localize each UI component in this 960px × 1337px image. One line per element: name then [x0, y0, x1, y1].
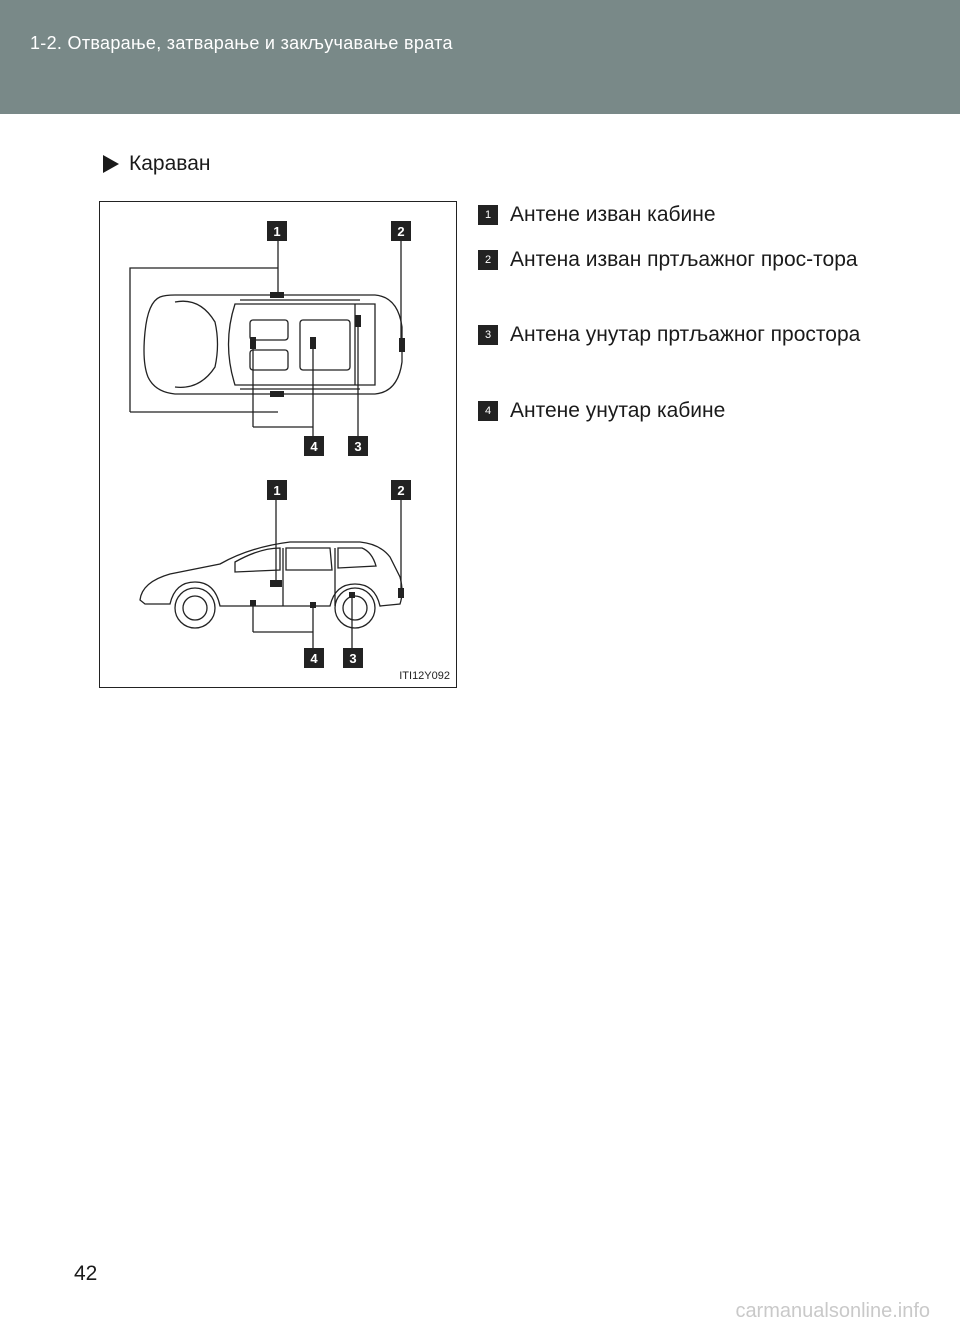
legend-number: 4 — [478, 401, 498, 421]
legend-text: Антене изван кабине — [510, 203, 716, 226]
watermark: carmanualsonline.info — [735, 1300, 930, 1322]
legend-text: Антене унутар кабине — [510, 399, 726, 422]
section-heading: Караван — [103, 152, 210, 176]
legend-number: 1 — [478, 205, 498, 225]
callout-1-top: 1 — [267, 221, 287, 241]
callout-1-side: 1 — [267, 480, 287, 500]
legend-item: 3 Антена унутар пртљажног простора — [478, 320, 870, 350]
legend-item: 4 Антене унутар кабине — [478, 396, 870, 426]
figure-code: ITI12Y092 — [399, 670, 450, 682]
legend-text: Антена изван пртљажног прос-тора — [510, 248, 858, 271]
legend-text: Антена унутар пртљажног простора — [510, 323, 861, 346]
callout-2-side: 2 — [391, 480, 411, 500]
callout-2-top: 2 — [391, 221, 411, 241]
callout-3-top: 3 — [348, 436, 368, 456]
callout-4-top: 4 — [304, 436, 324, 456]
page-number: 42 — [74, 1262, 98, 1285]
legend-number: 3 — [478, 325, 498, 345]
antenna-diagram: 1 2 4 3 1 2 4 3 ITI12Y092 — [99, 201, 457, 688]
page-header: 1-2. Отварање, затварање и закључавање в… — [0, 0, 960, 114]
legend-item: 2 Антена изван пртљажног прос-тора — [478, 245, 870, 275]
section-title: Караван — [129, 152, 211, 175]
callout-4-side: 4 — [304, 648, 324, 668]
car-illustration — [129, 238, 405, 648]
legend-item: 1 Антене изван кабине — [478, 200, 870, 230]
callout-3-side: 3 — [343, 648, 363, 668]
legend-number: 2 — [478, 250, 498, 270]
arrow-right-icon — [103, 155, 119, 173]
header-title: 1-2. Отварање, затварање и закључавање в… — [30, 33, 453, 53]
